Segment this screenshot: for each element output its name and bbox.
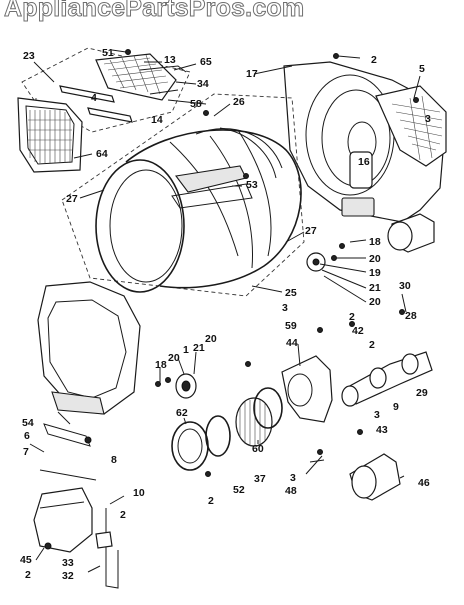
callout-26: 26 [233,96,245,108]
callout-18: 18 [155,359,167,371]
callout-46: 46 [418,477,430,489]
callout-25: 25 [285,287,297,299]
callout-2: 2 [208,495,214,507]
callout-33: 33 [62,557,74,569]
leader-lines [29,49,421,573]
callout-2: 2 [25,569,31,581]
callout-64: 64 [96,148,108,160]
drum-group [61,93,305,297]
callout-52: 52 [233,484,245,496]
callout-2: 2 [349,311,355,323]
callout-21: 21 [193,342,205,354]
callout-43: 43 [376,424,388,436]
callout-59: 59 [285,320,297,332]
callout-30: 30 [399,280,411,292]
idler-parts-group [155,243,345,387]
callout-20: 20 [369,253,381,265]
callout-13: 13 [164,54,176,66]
callout-17: 17 [246,68,258,80]
callout-32: 32 [62,570,74,582]
callout-3: 3 [290,472,296,484]
callout-2: 2 [120,509,126,521]
lower-left-parts-group [33,423,119,589]
callout-20: 20 [168,352,180,364]
callout-2: 2 [369,339,375,351]
callout-23: 23 [23,50,35,62]
callout-62: 62 [176,407,188,419]
callout-20: 20 [369,296,381,308]
callout-65: 65 [200,56,212,68]
blower-assembly-group [171,351,433,501]
callout-60: 60 [252,443,264,455]
callout-2: 2 [371,54,377,66]
callout-20: 20 [205,333,217,345]
callout-16: 16 [358,156,370,168]
watermark-logo: AppliancePartsPros.com [3,0,305,23]
callout-48: 48 [285,485,297,497]
callout-10: 10 [133,487,145,499]
callout-54: 54 [22,417,34,429]
callout-3: 3 [282,302,288,314]
callout-18: 18 [369,236,381,248]
callout-37: 37 [254,473,266,485]
callout-51: 51 [102,47,114,59]
lint-filter-housing-group [17,47,191,173]
callout-29: 29 [416,387,428,399]
rear-bulkhead-group [283,61,447,253]
callout-3: 3 [425,113,431,125]
callout-44: 44 [286,337,298,349]
callout-53: 53 [246,179,258,191]
callout-1: 1 [183,344,189,356]
callout-45: 45 [20,554,32,566]
callout-58: 58 [190,98,202,110]
callout-21: 21 [369,282,381,294]
screws-group [125,49,419,477]
callout-6: 6 [24,430,30,442]
callout-42: 42 [352,325,364,337]
callout-27: 27 [305,225,317,237]
callout-8: 8 [111,454,117,466]
callout-7: 7 [23,446,29,458]
callout-9: 9 [393,401,399,413]
callout-3: 3 [374,409,380,421]
callout-27: 27 [66,193,78,205]
callout-4: 4 [91,92,97,104]
front-bulkhead-group [37,281,197,415]
callout-28: 28 [405,310,417,322]
callout-19: 19 [369,267,381,279]
callout-5: 5 [419,63,425,75]
callout-14: 14 [151,114,163,126]
callout-34: 34 [197,78,209,90]
